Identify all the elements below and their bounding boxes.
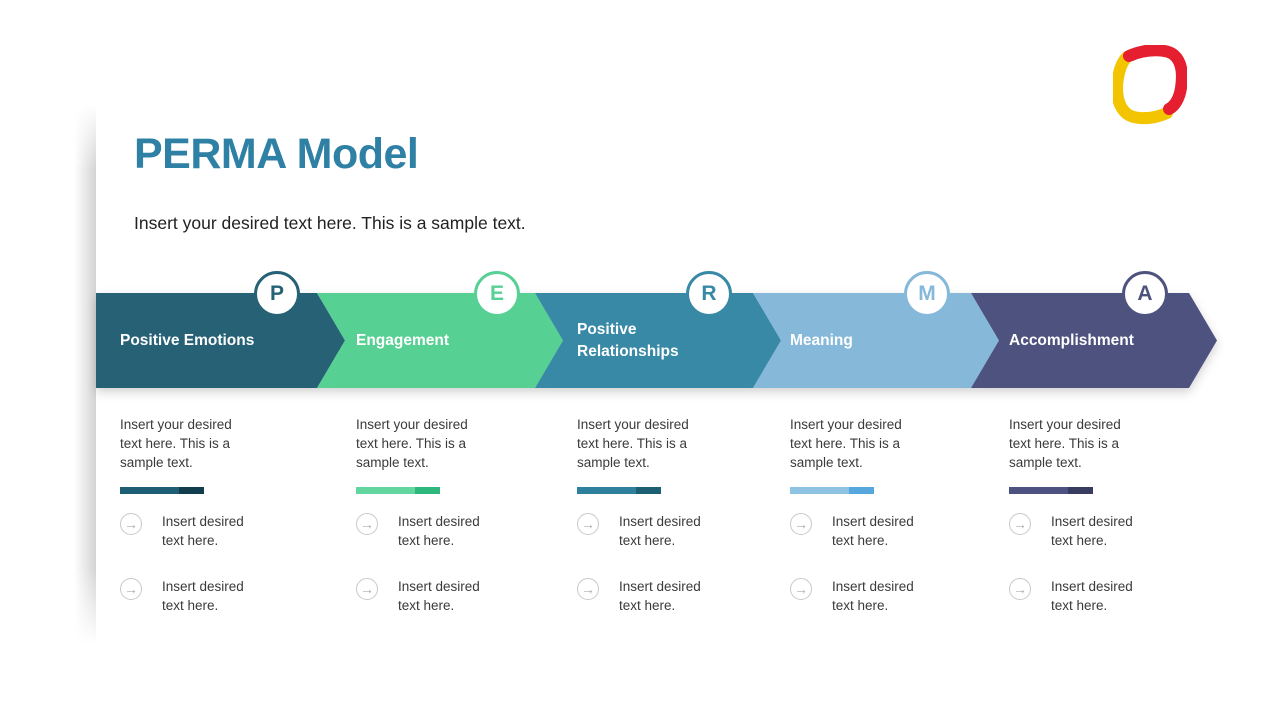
column-engagement: Insert your desired text here. This is a… — [356, 415, 552, 615]
chevron-meaning — [753, 293, 999, 388]
chevron-positive-relationships — [535, 293, 781, 388]
arrow-right-icon: → — [356, 578, 378, 600]
page-title: PERMA Model — [134, 130, 419, 178]
arrow-right-icon: → — [120, 578, 142, 600]
badge-a: A — [1122, 271, 1168, 317]
accent-bar — [1009, 487, 1093, 494]
list-item: → Insert desired text here. — [1009, 512, 1205, 550]
list-item: → Insert desired text here. — [577, 512, 773, 550]
badge-p: P — [254, 271, 300, 317]
page-edge-shadow — [74, 104, 96, 644]
list-item: → Insert desired text here. — [120, 577, 316, 615]
list-item: → Insert desired text here. — [356, 577, 552, 615]
chevron-accomplishment — [971, 293, 1217, 388]
list-item-text: Insert desired text here. — [398, 579, 480, 613]
list-item-text: Insert desired text here. — [1051, 514, 1133, 548]
list-item-text: Insert desired text here. — [619, 514, 701, 548]
arrow-right-icon: → — [790, 578, 812, 600]
arrow-right-icon: → — [577, 513, 599, 535]
column-description: Insert your desired text here. This is a… — [790, 417, 902, 470]
column-positive-relationships: Insert your desired text here. This is a… — [577, 415, 773, 615]
accent-bar — [577, 487, 661, 494]
chevron-positive-emotions — [96, 293, 345, 388]
arrow-right-icon: → — [1009, 513, 1031, 535]
chevron-engagement — [317, 293, 563, 388]
list-item-text: Insert desired text here. — [1051, 579, 1133, 613]
list-item: → Insert desired text here. — [577, 577, 773, 615]
badge-m: M — [904, 271, 950, 317]
column-description: Insert your desired text here. This is a… — [577, 417, 689, 470]
brand-logo-icon — [1113, 45, 1187, 125]
process-band — [96, 293, 1217, 388]
stage-title-positive-relationships: Positive Relationships — [577, 320, 679, 360]
list-item: → Insert desired text here. — [120, 512, 316, 550]
column-accomplishment: Insert your desired text here. This is a… — [1009, 415, 1205, 615]
list-item-text: Insert desired text here. — [832, 579, 914, 613]
badge-e: E — [474, 271, 520, 317]
arrow-right-icon: → — [577, 578, 599, 600]
arrow-right-icon: → — [1009, 578, 1031, 600]
accent-bar — [120, 487, 204, 494]
arrow-right-icon: → — [790, 513, 812, 535]
page-subtitle: Insert your desired text here. This is a… — [134, 213, 526, 233]
stage-title-meaning: Meaning — [790, 331, 853, 349]
column-description: Insert your desired text here. This is a… — [1009, 417, 1121, 470]
list-item-text: Insert desired text here. — [162, 514, 244, 548]
list-item: → Insert desired text here. — [356, 512, 552, 550]
list-item-text: Insert desired text here. — [162, 579, 244, 613]
stage-title-accomplishment: Accomplishment — [1009, 331, 1134, 349]
list-item: → Insert desired text here. — [790, 577, 986, 615]
list-item-text: Insert desired text here. — [619, 579, 701, 613]
list-item: → Insert desired text here. — [790, 512, 986, 550]
list-item-text: Insert desired text here. — [398, 514, 480, 548]
accent-bar — [790, 487, 874, 494]
list-item: → Insert desired text here. — [1009, 577, 1205, 615]
column-meaning: Insert your desired text here. This is a… — [790, 415, 986, 615]
list-item-text: Insert desired text here. — [832, 514, 914, 548]
accent-bar — [356, 487, 440, 494]
arrow-right-icon: → — [120, 513, 142, 535]
column-positive-emotions: Insert your desired text here. This is a… — [120, 415, 316, 615]
badge-r: R — [686, 271, 732, 317]
column-description: Insert your desired text here. This is a… — [120, 417, 232, 470]
stage-title-positive-emotions: Positive Emotions — [120, 331, 255, 349]
stage-title-engagement: Engagement — [356, 331, 450, 349]
arrow-right-icon: → — [356, 513, 378, 535]
column-description: Insert your desired text here. This is a… — [356, 417, 468, 470]
